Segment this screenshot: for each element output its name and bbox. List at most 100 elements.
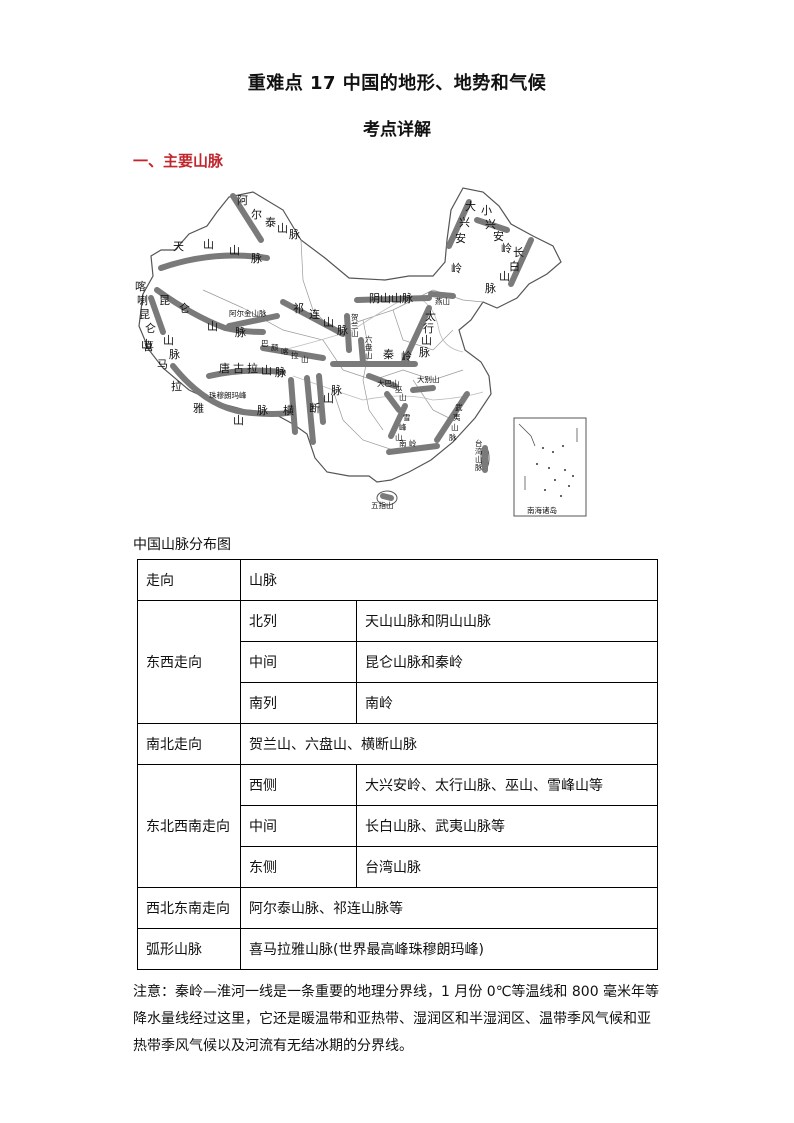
label-karakoram-6: 山	[163, 334, 174, 347]
cell-pos: 西侧	[240, 764, 357, 806]
label-taihang-2: 行	[423, 322, 434, 335]
altai-range	[230, 193, 264, 243]
hengduan-range-3	[316, 373, 326, 425]
table-row: 东北西南走向 西侧 大兴安岭、太行山脉、巫山、雪峰山等	[137, 764, 658, 888]
yanshan-range	[428, 291, 456, 299]
label-tianshan-3: 山	[229, 244, 240, 257]
label-altai-1: 阿	[237, 194, 248, 207]
label-xuefeng-1: 雪	[403, 413, 411, 422]
label-wuyi-3: 山	[451, 422, 459, 432]
label-kunlun-4: 脉	[235, 325, 246, 339]
label-taihang-3: 山	[421, 334, 432, 347]
label-taiwan-3: 山	[475, 454, 483, 464]
label-yanshan: 燕山	[435, 296, 450, 306]
yinshan-range	[354, 295, 432, 303]
xiaoxinganling-range	[474, 217, 510, 233]
label-altun: 阿尔金山脉	[229, 308, 267, 318]
label-altai-5: 脉	[289, 227, 300, 241]
inset-boundary-lines	[524, 428, 578, 490]
label-liupan-1: 六	[365, 334, 373, 344]
south-sea-label: 南海诸岛	[527, 505, 557, 515]
label-changbai-3: 山	[499, 270, 510, 283]
cell-direction-arc: 弧形山脉	[137, 928, 241, 970]
label-karakoram-5: 山	[141, 338, 152, 351]
helan-range	[344, 313, 352, 353]
label-altai-2: 尔	[251, 208, 262, 221]
cell-mountains: 天山山脉和阴山山脉	[356, 600, 658, 642]
label-nanling-2: 岭	[409, 438, 417, 448]
table-row: 走向 山脉	[137, 559, 658, 601]
label-taiwan-1: 台	[475, 438, 483, 448]
cell-mountains: 阿尔泰山脉、祁连山脉等	[240, 887, 658, 929]
label-xiaoxinganling-2: 兴	[485, 218, 496, 231]
note-paragraph: 注意：秦岭—淮河一线是一条重要的地理分界线，1 月份 0℃等温线和 800 毫米…	[133, 984, 660, 1054]
label-taihang-1: 太	[425, 310, 436, 323]
label-tianshan-4: 脉	[251, 251, 262, 265]
label-changbai-2: 白	[509, 259, 520, 273]
cell-direction-nwse: 西北东南走向	[137, 887, 241, 929]
cell-mountains: 南岭	[356, 682, 658, 724]
label-altai-3: 泰	[265, 215, 276, 229]
label-helan-1: 贺	[351, 312, 359, 322]
cell-mountains: 贺兰山、六盘山、横断山脉	[240, 723, 658, 765]
taihang-range	[400, 305, 432, 367]
wushan-range	[384, 391, 402, 413]
label-qilian-3: 山	[323, 316, 334, 329]
tianshan-range	[158, 252, 270, 271]
inset-coast	[518, 423, 536, 447]
label-changbai-4: 脉	[485, 281, 496, 295]
map-caption: 中国山脉分布图	[133, 537, 231, 553]
label-tanggula-4: 山	[261, 364, 272, 377]
table-row: 弧形山脉 喜马拉雅山脉(世界最高峰珠穆朗玛峰)	[137, 928, 658, 970]
label-daxinganling-1: 大	[465, 199, 476, 213]
label-himalaya-4: 雅	[193, 401, 204, 415]
dabashan-range	[366, 373, 398, 389]
qilian-range	[280, 299, 346, 337]
cell-pos: 中间	[240, 805, 357, 847]
label-himalaya-6: 脉	[257, 403, 268, 417]
label-karakoram-1: 喀	[135, 280, 146, 293]
cell-direction-ew: 东西走向	[137, 600, 241, 724]
label-tanggula-1: 唐	[219, 361, 230, 375]
label-karakoram-4: 仑	[145, 321, 156, 335]
label-himalaya-2: 马	[157, 358, 168, 371]
label-taiwan-2: 湾	[475, 446, 483, 456]
label-tanggula-2: 古	[233, 362, 244, 375]
label-hengduan-4: 脉	[331, 383, 342, 397]
bayankala-range	[260, 345, 326, 361]
table-row: 东侧 台湾山脉	[138, 846, 658, 888]
cell-pos: 南列	[240, 682, 357, 724]
wuzhi-range	[380, 493, 394, 501]
table-row: 南列 南岭	[138, 682, 658, 724]
cell-pos: 东侧	[240, 846, 357, 888]
label-altai-4: 山	[277, 222, 288, 235]
label-helan-3: 山	[351, 328, 359, 338]
label-himalaya-5: 山	[233, 414, 244, 427]
label-wushan-1: 巫	[395, 385, 403, 394]
label-daxinganling-2: 兴	[459, 216, 470, 229]
label-karakoram-7: 脉	[169, 347, 180, 361]
label-taihang-4: 脉	[419, 345, 430, 359]
cell-direction-nesw: 东北西南走向	[137, 764, 241, 888]
hengduan-range-2	[304, 375, 316, 445]
page-title: 重难点 17 中国的地形、地势和气候	[247, 73, 547, 94]
label-himalaya-3: 拉	[171, 379, 182, 393]
page-subtitle: 考点详解	[363, 120, 431, 140]
label-taiwan-4: 脉	[475, 462, 483, 472]
cell-pos: 北列	[240, 600, 357, 642]
south-sea-islands	[536, 445, 574, 497]
label-qilian-1: 祁	[293, 301, 304, 315]
daxinganling-range	[446, 199, 472, 249]
label-himalaya-1: 喜	[143, 340, 154, 353]
label-kunlun-3: 山	[207, 320, 218, 333]
label-daxinganling-4: 岭	[451, 261, 462, 275]
label-tianshan-1: 天	[173, 240, 184, 253]
china-mountain-map: 南海诸岛 阿 尔 泰 山 脉 天 山 山 脉 昆 仑 山 脉 喀 喇 昆 仑 山…	[135, 187, 587, 517]
label-tanggula-3: 拉	[247, 361, 258, 375]
karakoram-range	[148, 295, 166, 335]
cell-direction-ns: 南北走向	[137, 723, 241, 765]
label-bayankala-1: 巴	[261, 339, 269, 348]
nanling-range	[386, 443, 440, 455]
label-xiaoxinganling-3: 安	[493, 229, 504, 243]
label-hengduan-3: 山	[323, 392, 334, 405]
